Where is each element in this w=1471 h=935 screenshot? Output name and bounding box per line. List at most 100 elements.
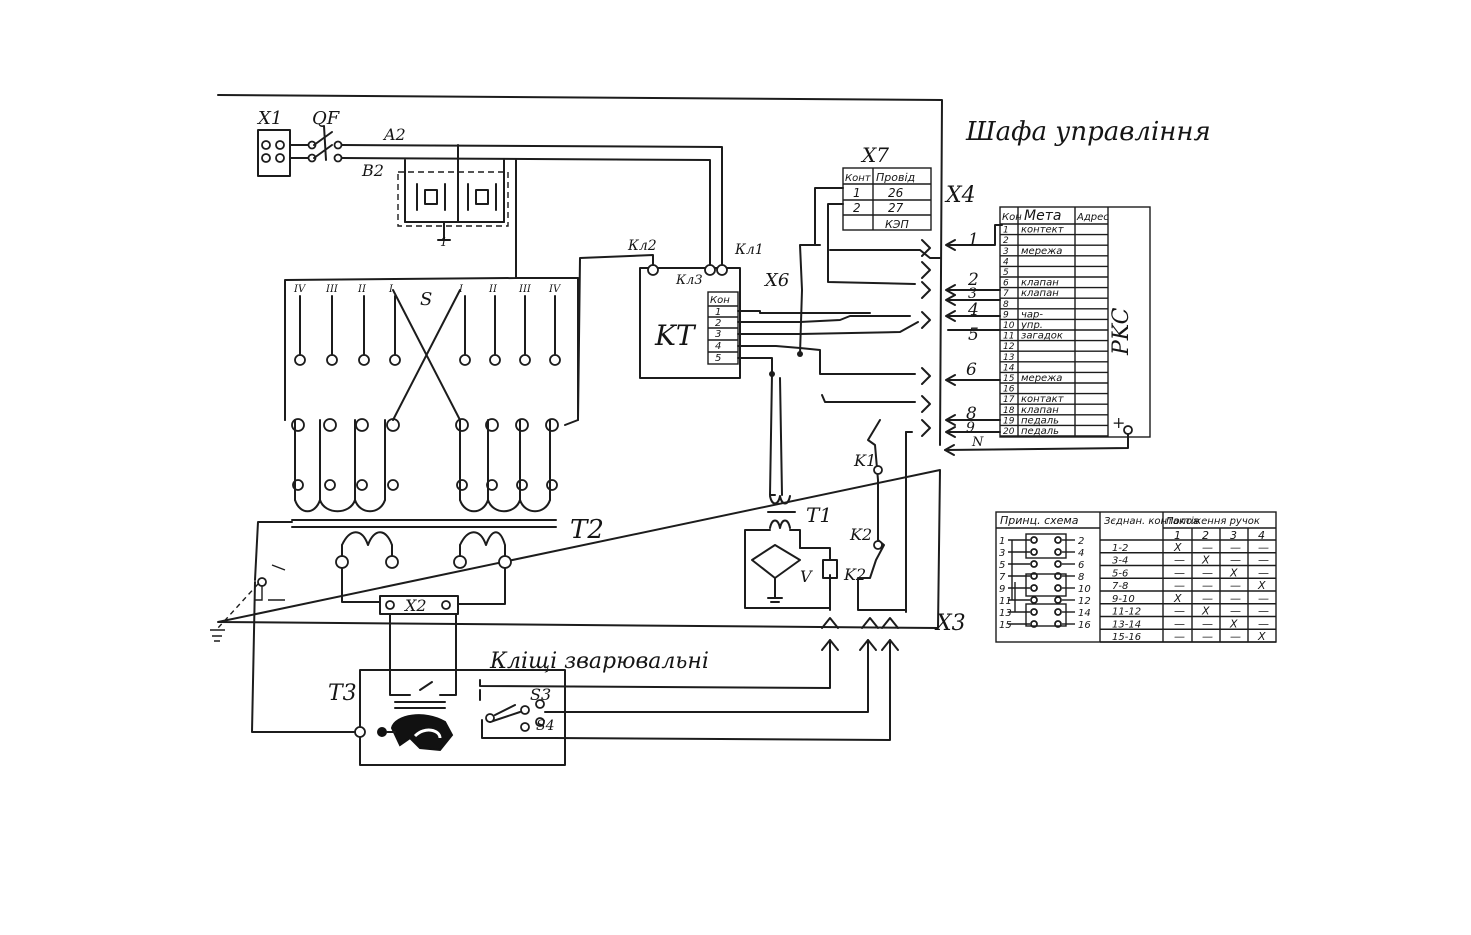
wire-b2 <box>341 157 711 269</box>
x2-label: X2 <box>403 596 427 615</box>
switch-row-state: — <box>1230 630 1241 643</box>
switch-pin-right: 14 <box>1078 608 1091 619</box>
svg-text:4: 4 <box>1258 529 1265 542</box>
x6-label: X6 <box>763 270 789 291</box>
switch-table: Принц. схема Зєднан. контактів Положення… <box>995 511 1277 643</box>
switch-row-state: — <box>1202 541 1213 554</box>
switch-pin-right: 12 <box>1078 596 1091 607</box>
switch-row-state: — <box>1230 541 1241 554</box>
switch-row-contacts: 11-12 <box>1112 607 1141 618</box>
pkc-row-number: 18 <box>1003 406 1015 416</box>
switch-row-state: X <box>1257 579 1266 592</box>
svg-text:Кон: Кон <box>1002 212 1022 223</box>
switch-row-state: X <box>1173 541 1182 554</box>
switch-pin-left: 15 <box>999 620 1012 631</box>
tap-label: I <box>388 284 394 295</box>
switch-row-state: — <box>1258 541 1269 554</box>
pkc-row-purpose: клапан <box>1021 288 1059 299</box>
switch-pin-right: 6 <box>1078 560 1084 571</box>
svg-text:1: 1 <box>715 307 721 318</box>
svg-text:Адрес: Адрес <box>1076 212 1109 223</box>
s-label: S <box>420 289 432 310</box>
svg-text:26: 26 <box>888 186 904 200</box>
pkc-row-purpose: чар- <box>1021 309 1043 320</box>
switch-pin-left: 5 <box>999 560 1005 571</box>
switch-row-state: X <box>1201 605 1210 618</box>
a2-label: A2 <box>382 125 406 144</box>
line-number: 5 <box>968 325 979 345</box>
switch-pin-left: 11 <box>999 596 1012 607</box>
pkc-arrows <box>944 224 1129 456</box>
switch-row-state: — <box>1174 630 1185 643</box>
x7-table: Конт Провід 1 26 2 27 КЭП <box>842 167 932 231</box>
tap-label: I <box>458 284 464 295</box>
x4-label: X4 <box>944 183 976 208</box>
svg-text:Мета: Мета <box>1024 208 1061 224</box>
switch-row-state: X <box>1173 592 1182 605</box>
switch-row-contacts: 1-2 <box>1112 543 1128 554</box>
svg-text:1: 1 <box>853 186 861 200</box>
pkc-row-purpose: упр. <box>1020 320 1043 331</box>
pkc-row-number: 14 <box>1003 363 1015 373</box>
pkc-plus-label: + <box>1112 413 1125 432</box>
kl1-label: Кл1 <box>734 242 764 258</box>
x1-terminal-block <box>257 129 291 177</box>
pkc-row-number: 3 <box>1003 247 1009 257</box>
v-label: V <box>800 567 813 586</box>
pkc-row-purpose: клапан <box>1021 278 1059 289</box>
switch-row-contacts: 7-8 <box>1112 581 1128 592</box>
switch-row-state: — <box>1202 630 1213 643</box>
switch-pin-right: 10 <box>1078 584 1091 595</box>
switch-pin-right: 16 <box>1078 620 1091 631</box>
pkc-row-number: 10 <box>1003 321 1015 331</box>
pkc-row-number: 11 <box>1003 332 1014 342</box>
switch-row-state: — <box>1230 605 1241 618</box>
tap-label: II <box>357 284 367 295</box>
pkc-row-purpose: педаль <box>1021 415 1059 426</box>
svg-text:КЭП: КЭП <box>885 218 909 231</box>
filter-bridge-label: 1 <box>440 235 448 249</box>
kl2-label: Кл2 <box>627 238 657 254</box>
switch-pin-left: 7 <box>999 572 1006 583</box>
svg-text:4: 4 <box>715 341 721 352</box>
pkc-row-number: 9 <box>1003 310 1009 320</box>
pkc-row-number: 16 <box>1003 385 1015 395</box>
svg-text:Конт: Конт <box>845 173 872 184</box>
tap-label: IV <box>293 284 307 295</box>
n-label: N <box>971 435 984 450</box>
svg-text:27: 27 <box>888 201 904 215</box>
svg-text:Принц. схема: Принц. схема <box>1000 514 1079 527</box>
kt-label: KT <box>654 319 697 352</box>
pkc-row-number: 15 <box>1003 374 1015 384</box>
t2-label: T2 <box>570 515 604 545</box>
pkc-row-number: 19 <box>1003 416 1015 426</box>
switch-row-contacts: 5-6 <box>1112 568 1128 579</box>
svg-text:Провід: Провід <box>876 171 915 184</box>
pkc-row-number: 20 <box>1003 427 1015 437</box>
ground-symbol <box>210 564 286 642</box>
x2-terminal-block <box>379 595 459 673</box>
switch-row-state: — <box>1258 566 1269 579</box>
pkc-row-purpose: контект <box>1021 225 1065 236</box>
tap-label: IV <box>548 284 562 295</box>
line-number: 8 <box>966 404 977 424</box>
tap-label: II <box>488 284 498 295</box>
pkc-row-number: 8 <box>1003 300 1009 310</box>
pkc-row-number: 1 <box>1003 226 1009 236</box>
switch-pin-right: 4 <box>1078 548 1084 559</box>
t2-secondary <box>254 521 512 605</box>
switch-pin-left: 3 <box>999 548 1005 559</box>
pkc-row-number: 5 <box>1003 268 1009 278</box>
cabinet-title: Шафа управління <box>965 117 1211 147</box>
cabinet-border <box>217 94 943 629</box>
line-number: 3 <box>968 286 977 302</box>
switch-row-state: X <box>1201 554 1210 567</box>
qf-breaker <box>289 125 343 163</box>
pkc-row-number: 17 <box>1003 395 1015 405</box>
switch-row-contacts: 9-10 <box>1112 594 1135 605</box>
pkc-row-purpose: мережа <box>1021 373 1062 384</box>
pkc-row-number: 2 <box>1003 236 1009 246</box>
wire-a2 <box>341 144 723 269</box>
switch-row-state: — <box>1174 617 1185 630</box>
